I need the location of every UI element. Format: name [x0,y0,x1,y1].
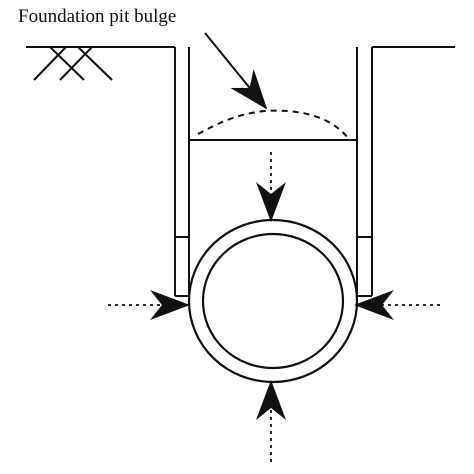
soil-hatch-icon [33,46,113,81]
foundation-pit-bulge-label: Foundation pit bulge [18,6,177,27]
right-retaining-wall [356,47,373,297]
tunnel-inner-ring [201,232,345,370]
label-leader-arrow [204,32,268,110]
tunnel-outer-ring [187,218,359,384]
bulge-dashed-curve [197,109,349,139]
left-retaining-wall [174,47,190,297]
